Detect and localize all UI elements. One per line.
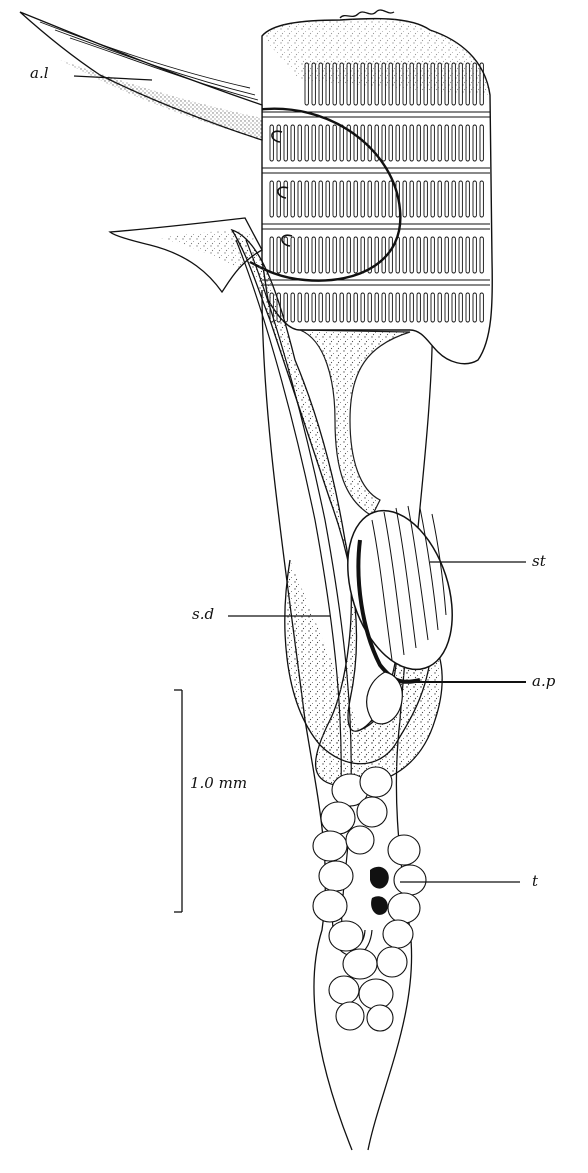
scale-bar — [174, 690, 182, 912]
testis-lobe — [329, 921, 363, 951]
testis-lobe — [394, 865, 426, 895]
testis-lobe — [313, 831, 347, 861]
testis-lobe — [360, 767, 392, 797]
testis-lobe — [388, 835, 420, 865]
testis-dark-center — [370, 867, 389, 915]
testis-lobe — [359, 979, 393, 1009]
label-stomach: st — [532, 554, 546, 569]
testis-lobe — [383, 920, 413, 948]
testis-lobe — [388, 893, 420, 923]
label-testis: t — [532, 874, 538, 889]
testis-lobe — [343, 949, 377, 979]
testis-lobe — [357, 797, 387, 827]
scale-bar-label: 1.0 mm — [190, 776, 247, 791]
testis-lobe — [313, 890, 347, 922]
testis-lobe — [321, 802, 355, 834]
label-anal-pouch: a.p — [532, 674, 555, 689]
testis-lobe — [346, 826, 374, 854]
testis-lobe — [336, 1002, 364, 1030]
label-sperm-duct: s.d — [192, 607, 214, 622]
oral-siphon-rim — [340, 10, 394, 18]
testis-lobe — [319, 861, 353, 891]
testis-lobe — [367, 1005, 393, 1031]
testis-lobe — [329, 976, 359, 1004]
testis-lobe — [377, 947, 407, 977]
label-atrial-lappet: a.l — [30, 66, 49, 81]
